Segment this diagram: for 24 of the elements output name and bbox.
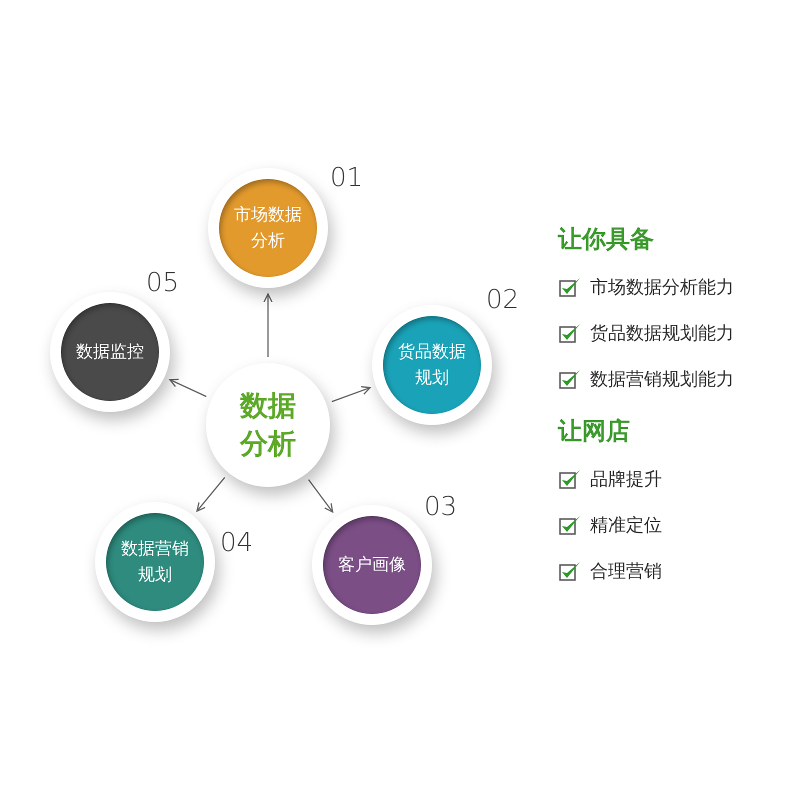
center-title: 数据分析 [238, 388, 297, 462]
arrow [263, 293, 273, 357]
topic-label: 市场数据分析 [233, 204, 303, 253]
step-number: 05 [146, 270, 180, 296]
checklist-item: 市场数据分析能力 [590, 276, 734, 300]
arrow [169, 378, 207, 398]
arrow [308, 479, 334, 513]
topic-label: 货品数据规划 [397, 341, 467, 390]
section-heading: 让网店 [558, 416, 631, 447]
step-number: 03 [424, 494, 458, 520]
step-number: 02 [486, 287, 520, 313]
topic-label: 数据监控 [75, 341, 145, 364]
arrow [196, 477, 226, 512]
checklist-item: 品牌提升 [590, 468, 662, 492]
arrow [332, 386, 371, 402]
checklist-item: 精准定位 [590, 514, 662, 538]
step-number: 04 [220, 530, 254, 556]
checklist-item: 合理营销 [590, 560, 662, 584]
checklist-item: 货品数据规划能力 [590, 322, 734, 346]
checklist-item: 数据营销规划能力 [590, 368, 734, 392]
section-heading: 让你具备 [558, 224, 655, 255]
step-number: 01 [330, 165, 364, 191]
topic-label: 客户画像 [337, 554, 407, 577]
topic-label: 数据营销规划 [120, 538, 190, 587]
